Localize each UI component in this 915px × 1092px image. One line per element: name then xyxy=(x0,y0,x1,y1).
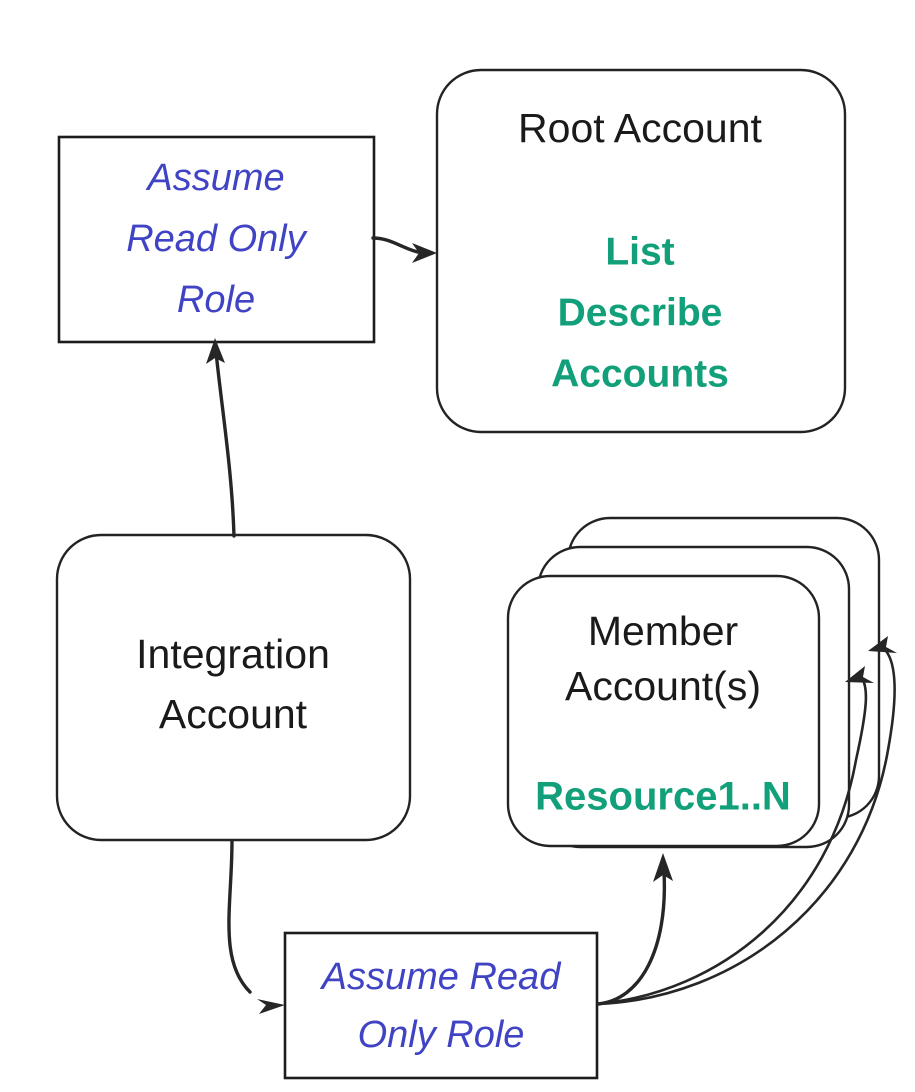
assume-role-bottom-box[interactable] xyxy=(283,931,599,1080)
arrowhead-assume-top-to-root xyxy=(412,243,437,263)
integration-account-line-1: Integration xyxy=(136,631,330,677)
root-account-title: Root Account xyxy=(518,105,762,151)
member-accounts-stack[interactable]: Member Account(s) Resource1..N xyxy=(506,516,881,849)
root-account-action-3: Accounts xyxy=(551,352,729,395)
integration-account-box[interactable] xyxy=(55,533,412,842)
arrowhead-assume-bottom-to-member-front xyxy=(653,853,673,882)
assume-role-bottom-node[interactable]: Assume Read Only Role xyxy=(283,931,599,1080)
root-account-action-1: List xyxy=(605,230,674,273)
edge-assume-bottom-to-member-back xyxy=(596,636,897,1006)
assume-role-top-box[interactable] xyxy=(57,135,376,344)
member-account-resource-label: Resource1..N xyxy=(535,775,791,819)
arrowhead-integration-to-assume-top xyxy=(206,338,225,364)
edge-integration-to-assume-bottom xyxy=(227,839,285,1014)
integration-account-line-2: Account xyxy=(159,691,308,737)
root-account-box[interactable] xyxy=(435,68,847,434)
member-account-label-line-1: Member xyxy=(588,608,738,654)
edge-assume-bottom-to-member-front xyxy=(596,853,673,1006)
assume-role-top-line-3: Role xyxy=(177,279,255,321)
root-account-node[interactable]: Root Account List Describe Accounts xyxy=(435,68,847,434)
assume-role-top-line-2: Read Only xyxy=(126,218,308,260)
assume-role-top-node[interactable]: Assume Read Only Role xyxy=(57,135,376,344)
arrowhead-assume-bottom-to-member-middle xyxy=(845,666,874,683)
arrowhead-assume-bottom-to-member-back xyxy=(868,636,897,653)
edge-assume-bottom-to-member-middle xyxy=(596,666,874,1006)
assume-role-bottom-line-1: Assume Read xyxy=(320,956,563,998)
member-account-label-line-2: Account(s) xyxy=(565,663,761,709)
integration-account-node[interactable]: Integration Account xyxy=(55,533,412,842)
assume-role-bottom-line-2: Only Role xyxy=(358,1014,525,1056)
root-account-action-2: Describe xyxy=(558,291,723,334)
member-account-box-front[interactable] xyxy=(506,574,821,848)
arrowhead-integration-to-assume-bottom xyxy=(257,999,285,1014)
assume-role-top-line-1: Assume xyxy=(145,157,284,199)
edge-integration-to-assume-top xyxy=(206,338,236,538)
edge-assume-top-to-root xyxy=(371,236,437,263)
